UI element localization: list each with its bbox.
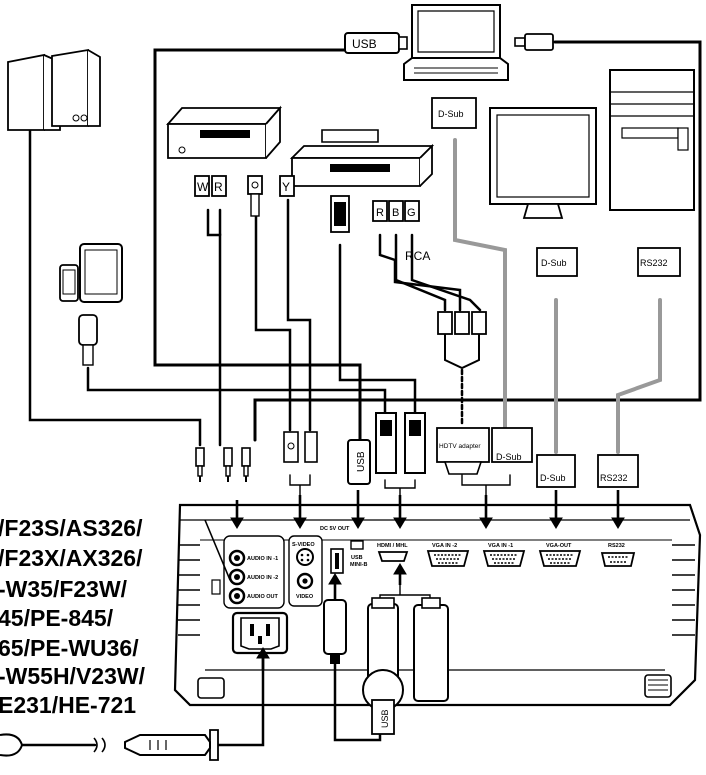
- r-label: R: [214, 180, 223, 194]
- rs232-pc-label: RS232: [640, 258, 668, 268]
- laptop: [404, 5, 508, 80]
- audio-in-1-label: AUDIO IN -1: [247, 556, 278, 562]
- audio-out-label: AUDIO OUT: [247, 594, 279, 600]
- s-video-label: S-VIDEO: [292, 542, 315, 548]
- audio-mini-plug: [515, 34, 553, 50]
- rca-g-label: G: [407, 207, 416, 219]
- usb-micro-plug-tablet: [79, 315, 97, 365]
- rca-plugs-w-r: W R: [195, 176, 226, 196]
- av-receiver: [292, 130, 432, 186]
- hdmi-port-group: HDMI / MHL: [377, 543, 408, 561]
- usb-side-label: USB: [356, 451, 367, 472]
- hdmi-mhl-label: HDMI / MHL: [377, 543, 408, 549]
- smartphone: [60, 265, 78, 301]
- hdmi-dongle-right: [414, 598, 448, 701]
- kensington-slot: [212, 580, 220, 594]
- model-line-4: 45/PE-845/: [0, 605, 114, 631]
- s-video-port[interactable]: [297, 549, 313, 565]
- hdmi-port[interactable]: [379, 552, 407, 561]
- usb-top-label: USB: [352, 37, 377, 51]
- model-list: /F23S/AS326/ /F23X/AX326/ -W35/F23W/ 45/…: [0, 515, 146, 718]
- audio-in-2-label: AUDIO IN -2: [247, 575, 278, 581]
- usb-mini-b-port[interactable]: [351, 541, 363, 549]
- rs232-port[interactable]: [602, 553, 634, 566]
- vga-in-2-label: VGA IN -2: [432, 543, 457, 549]
- usb-mini-b-label-2: MINI-B: [350, 562, 367, 568]
- usb-plug-projector: USB: [348, 440, 370, 484]
- video-label: VIDEO: [296, 594, 314, 600]
- tablet: [80, 244, 122, 302]
- projector-foot-left: [198, 678, 224, 698]
- model-line-6: -W55H/V23W/: [0, 663, 146, 689]
- dsub-monitor-label: D-Sub: [541, 258, 567, 268]
- dsub-projector-label: D-Sub: [496, 452, 522, 462]
- y-label: Y: [282, 180, 290, 194]
- hdmi-dongle-left: USB: [363, 598, 403, 734]
- model-line-1: /F23S/AS326/: [0, 515, 143, 541]
- rs232-port-label: RS232: [608, 543, 625, 549]
- usb-bottom-label: USB: [380, 709, 390, 728]
- rca-label: RCA: [405, 249, 430, 263]
- dsub-laptop-connector: D-Sub: [432, 98, 476, 128]
- rca-plugs-rbg: R B G RCA: [373, 201, 430, 263]
- model-line-2: /F23X/AX326/: [0, 545, 143, 571]
- hdmi-plugs-bottom: [376, 413, 425, 473]
- video-plug-bottom: [305, 432, 317, 462]
- rca-plugs-bottom: [438, 312, 486, 368]
- dc-5v-out-label: DC 5V OUT: [320, 526, 350, 532]
- model-line-7: E231/HE-721: [0, 692, 136, 718]
- rs232-out-label: RS232: [600, 473, 628, 483]
- audio-jacks-bottom: [196, 448, 250, 482]
- hdmi-plug-top: [331, 196, 349, 232]
- usb-mini-b-label-1: USB: [351, 555, 363, 561]
- dvd-player: [168, 108, 280, 158]
- video-plug-top: Y: [280, 176, 294, 196]
- dsub-out-connector: D-Sub: [537, 455, 575, 487]
- ac-power-socket[interactable]: [233, 613, 287, 653]
- projector-foot-right: [645, 675, 671, 697]
- rca-b-label: B: [392, 207, 399, 219]
- model-line-5: 65/PE-WU36/: [0, 635, 139, 661]
- dsub-out-label: D-Sub: [540, 473, 566, 483]
- dsub-monitor-connector: D-Sub: [537, 248, 577, 276]
- s-video-plug-bottom: [284, 432, 298, 462]
- vga-out-label: VGA-OUT: [546, 543, 572, 549]
- rca-r-label: R: [376, 207, 384, 219]
- model-line-3: -W35/F23W/: [0, 576, 128, 602]
- dsub-laptop-label: D-Sub: [438, 109, 464, 119]
- dsub-projector-connector: D-Sub: [492, 428, 532, 462]
- usb-power-plug: [324, 600, 346, 664]
- hdtv-adapter-label: HDTV adapter: [439, 443, 481, 450]
- s-video-plug-top: [248, 176, 262, 216]
- speakers: [8, 50, 100, 130]
- hdtv-adapter: HDTV adapter: [437, 428, 489, 474]
- rs232-pc-connector: RS232: [638, 248, 680, 276]
- desktop-monitor: [490, 108, 596, 218]
- desktop-tower: [610, 70, 694, 210]
- w-label: W: [197, 180, 209, 194]
- rs232-out-connector: RS232: [598, 455, 638, 487]
- usb-cable-plug: USB: [345, 33, 407, 53]
- vga-in-1-label: VGA IN -1: [488, 543, 513, 549]
